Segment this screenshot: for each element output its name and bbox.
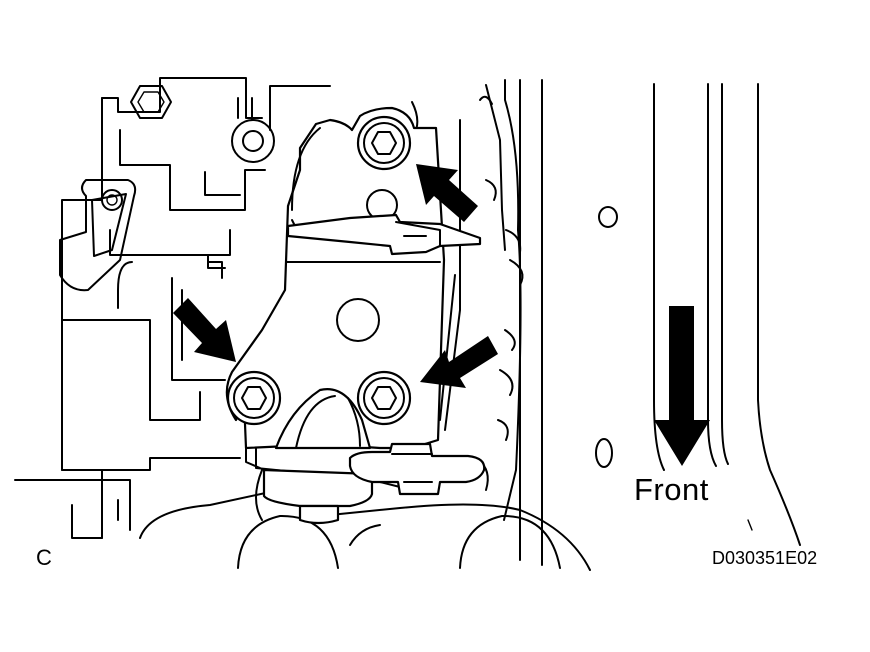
corner-letter-label: C <box>36 545 52 570</box>
arrow-to-lower-left-bolt <box>173 298 236 362</box>
arrow-to-lower-right-bolt <box>420 336 498 388</box>
mount-bracket <box>225 106 446 489</box>
housing-outline <box>411 79 543 566</box>
lower-clip <box>348 442 486 496</box>
shaft-stub <box>262 468 374 525</box>
front-direction-arrow <box>654 306 710 466</box>
front-direction-label: Front <box>634 472 709 507</box>
lower-cover <box>139 491 591 571</box>
bolt-lower-right <box>356 370 412 426</box>
flange-bar <box>286 213 482 256</box>
illustration-code: D030351E02 <box>712 548 818 568</box>
hex-bolt-top-left <box>130 85 172 119</box>
bolt-upper <box>356 115 412 171</box>
round-boss <box>231 119 275 163</box>
bolt-lower-left <box>226 370 282 426</box>
left-bracket-ear <box>59 179 137 292</box>
engine-block-outline <box>14 77 331 539</box>
misc-edges <box>117 261 263 521</box>
arrow-to-upper-bolt <box>416 164 478 222</box>
